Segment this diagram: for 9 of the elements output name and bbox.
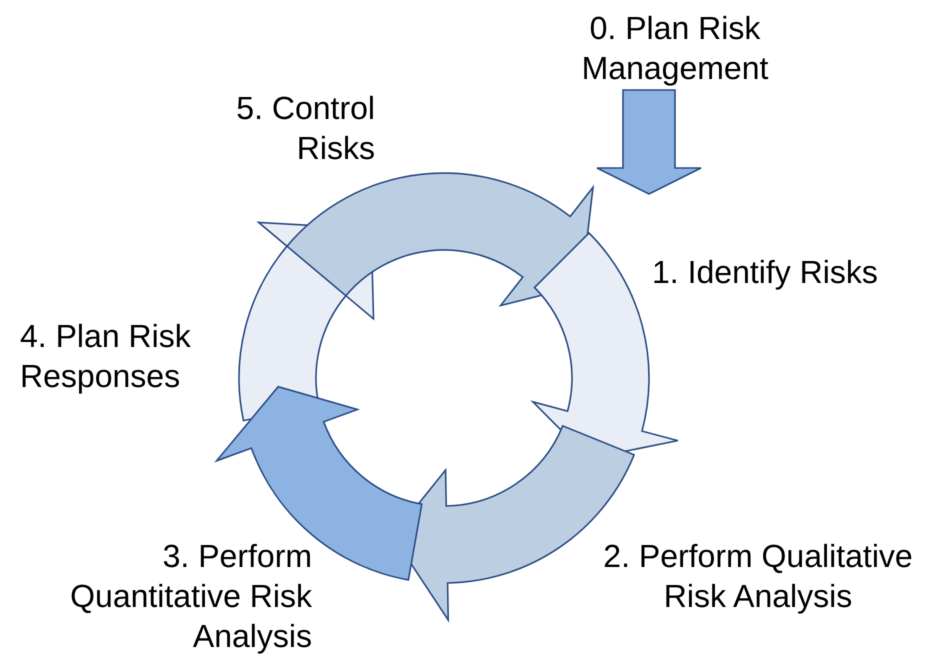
block-arrow	[596, 89, 702, 195]
step-label: 3. Perform Quantitative Risk Analysis	[69, 537, 312, 656]
curved-block-arrow	[286, 172, 594, 306]
step-label: 5. Control Risks	[235, 89, 375, 168]
step-label: 1. Identify Risks	[652, 253, 878, 292]
step-label: 2. Perform Qualitative Risk Analysis	[602, 537, 914, 616]
curved-block-arrow	[216, 386, 423, 581]
step-label: 4. Plan Risk Responses	[20, 317, 192, 396]
step-label: 0. Plan Risk Management	[580, 9, 770, 88]
